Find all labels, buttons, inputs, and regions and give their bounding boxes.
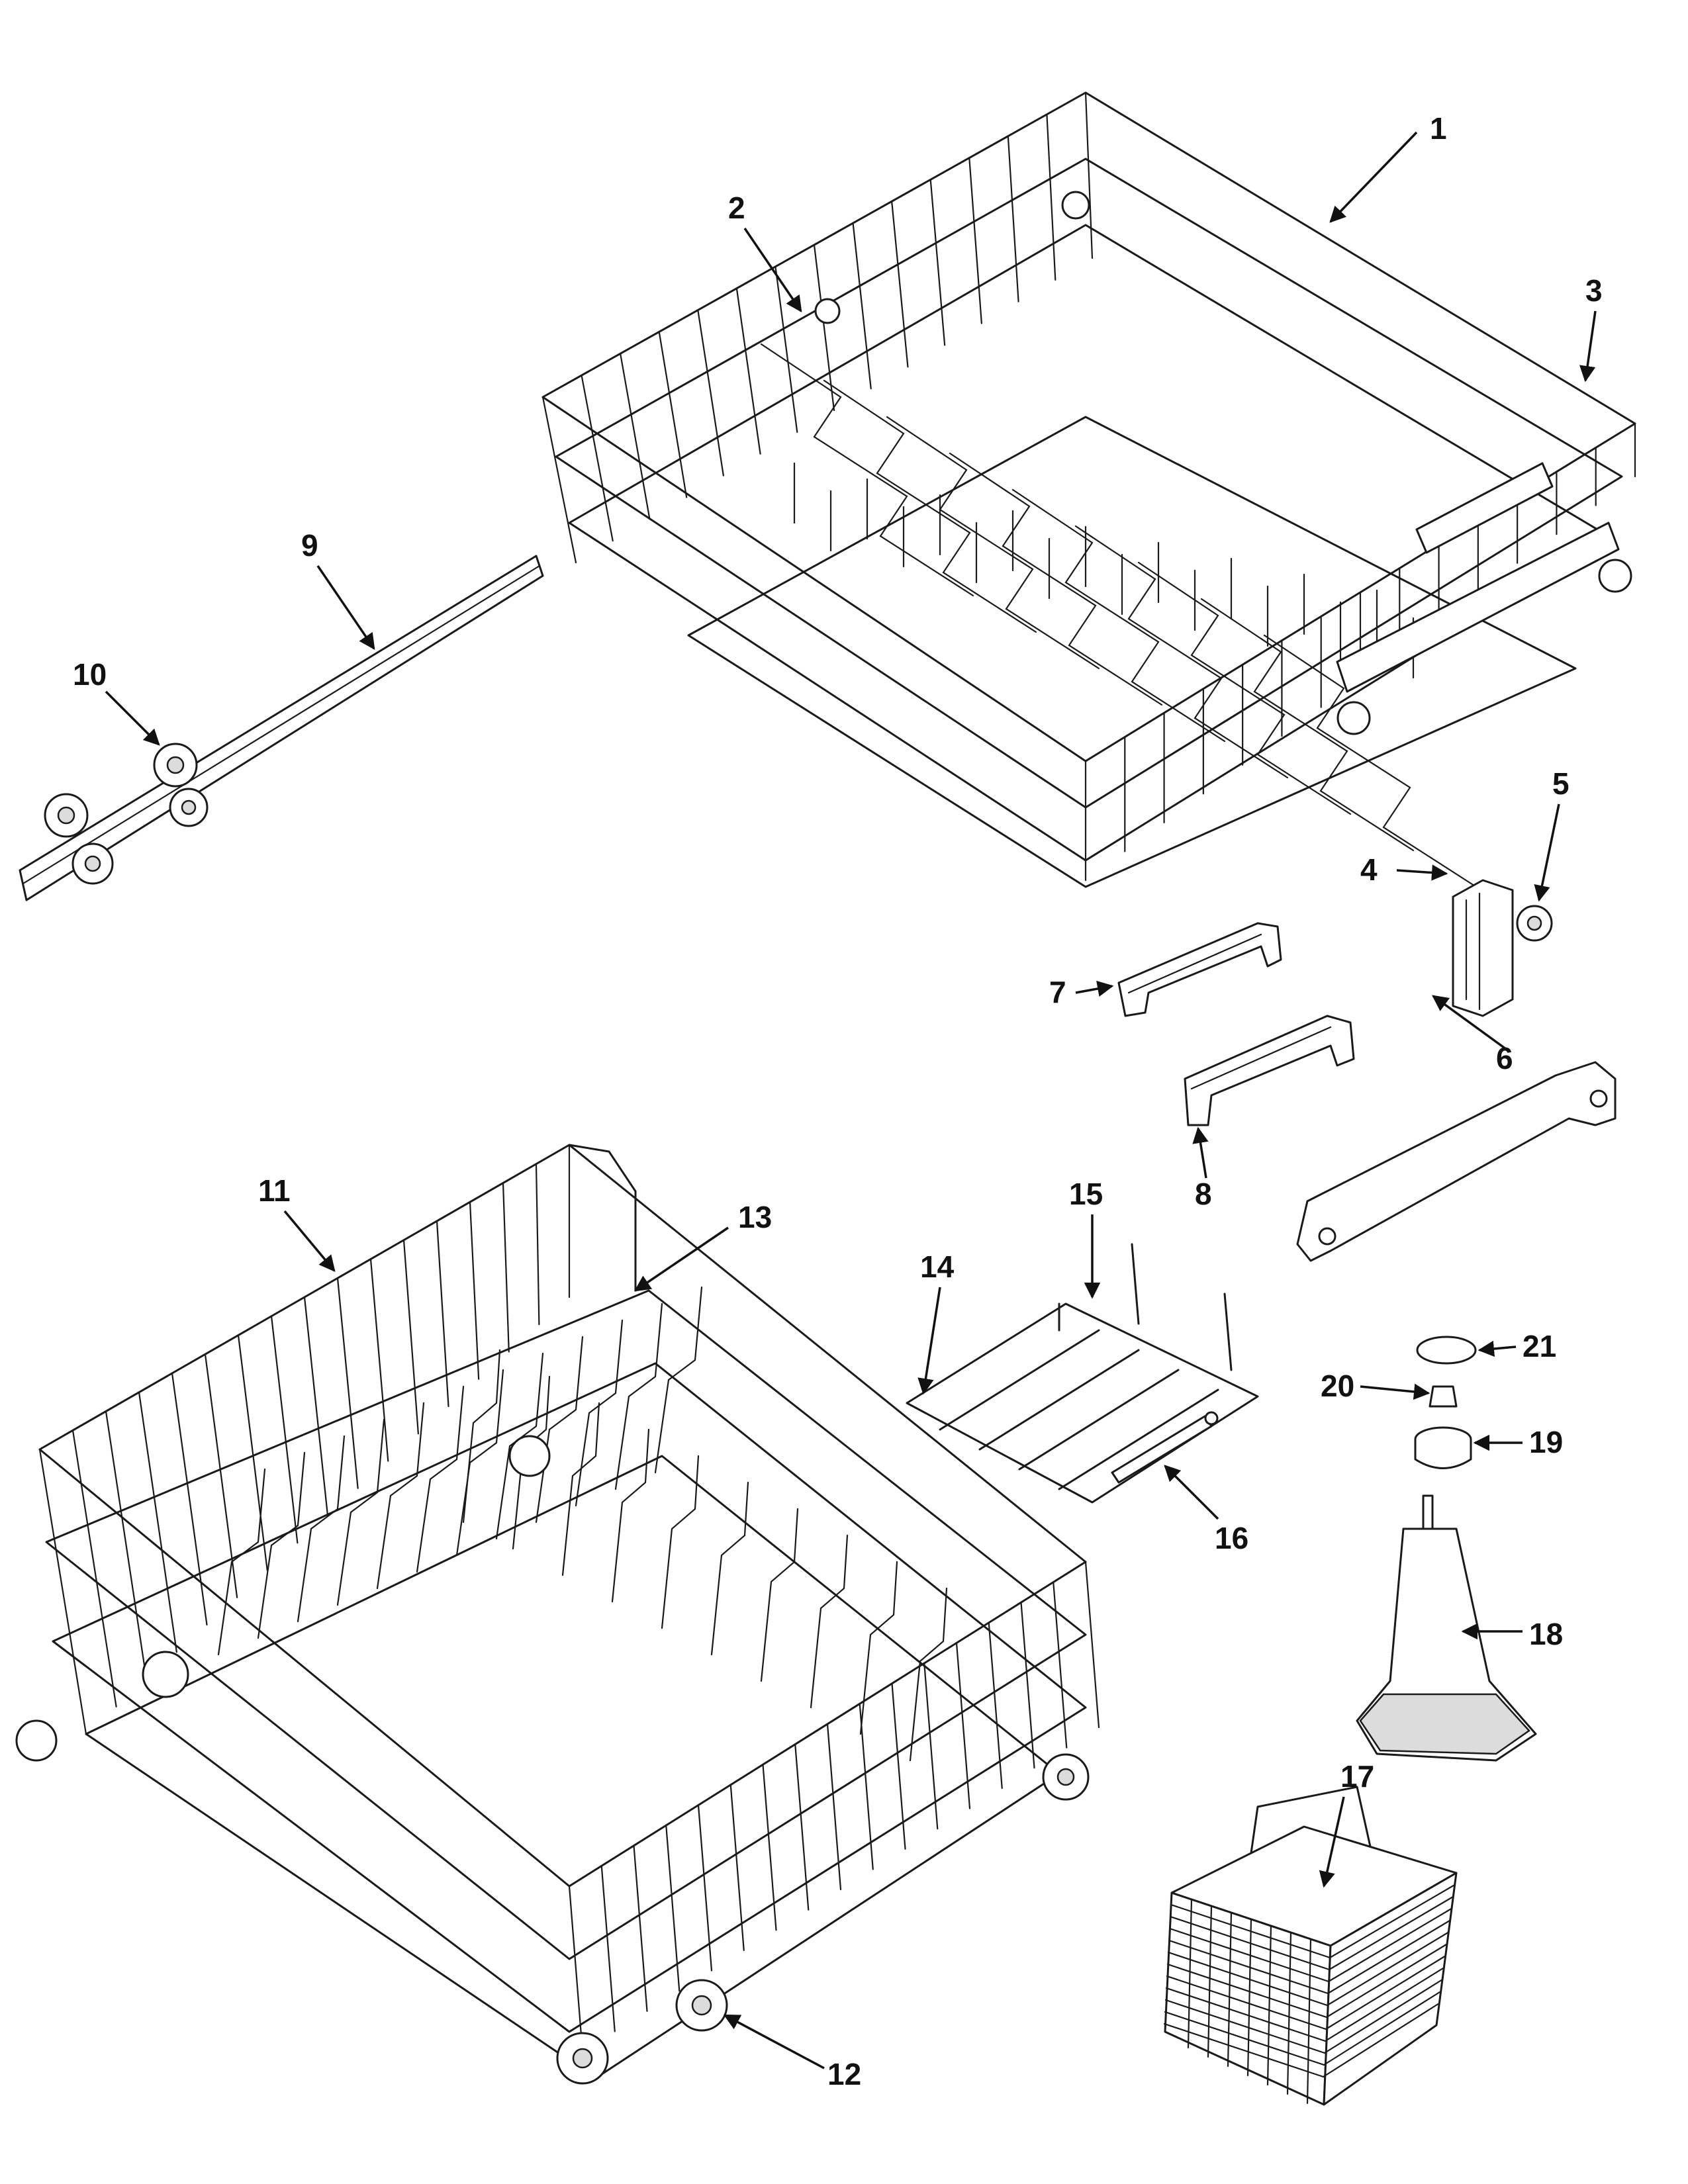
- leader-8: [1192, 1126, 1209, 1179]
- callout-17: 17: [1340, 1759, 1374, 1794]
- shelf-clip-16: [1111, 1411, 1219, 1484]
- lower-rack: [15, 1144, 1100, 2085]
- leader-3: [1579, 310, 1597, 383]
- leader-11: [283, 1210, 336, 1272]
- leader-1: [1329, 131, 1418, 223]
- leader-17: [1319, 1796, 1345, 1888]
- track-wheels-10: [44, 743, 209, 885]
- leader-lines: [105, 131, 1597, 2070]
- callout-14: 14: [920, 1250, 955, 1284]
- callout-10: 10: [73, 657, 107, 692]
- callout-6: 6: [1496, 1041, 1513, 1075]
- leader-6: [1432, 995, 1507, 1050]
- callout-labels: 1 2 3 4 5 6 7 8 9 10 11 12 13 14 15 16 1…: [73, 111, 1603, 2091]
- track-9: [19, 555, 544, 901]
- arm-6: [1296, 1061, 1617, 1262]
- callout-16: 16: [1215, 1521, 1248, 1555]
- upper-rack: [541, 91, 1636, 888]
- nut-20: [1429, 1385, 1458, 1408]
- callout-13: 13: [738, 1200, 772, 1234]
- adjuster-4: [1452, 879, 1514, 1017]
- leader-20: [1360, 1383, 1430, 1400]
- leader-14: [917, 1287, 941, 1395]
- callout-3: 3: [1585, 273, 1603, 308]
- callout-1: 1: [1430, 111, 1447, 146]
- cap-21: [1416, 1336, 1477, 1365]
- callout-8: 8: [1195, 1177, 1212, 1211]
- leader-9: [316, 565, 375, 651]
- callout-12: 12: [827, 2057, 861, 2091]
- leader-12: [723, 2014, 825, 2070]
- callout-11: 11: [258, 1173, 291, 1208]
- basket-17: [1163, 1786, 1458, 2106]
- cup-shelf: [906, 1243, 1259, 1504]
- leader-21: [1477, 1340, 1517, 1357]
- ring-19: [1414, 1426, 1472, 1469]
- callout-18: 18: [1529, 1617, 1563, 1651]
- callout-4: 4: [1360, 852, 1378, 887]
- wheel-5: [1516, 905, 1553, 942]
- leader-4: [1396, 864, 1448, 881]
- callout-2: 2: [728, 191, 745, 225]
- leader-16: [1164, 1465, 1219, 1520]
- callout-15: 15: [1069, 1177, 1103, 1211]
- callout-19: 19: [1529, 1425, 1563, 1459]
- callout-7: 7: [1049, 975, 1066, 1009]
- callout-9: 9: [301, 528, 318, 563]
- leader-13: [633, 1226, 729, 1292]
- leader-7: [1075, 980, 1114, 997]
- leader-10: [105, 690, 160, 746]
- rack-handle-7: [1117, 922, 1282, 1017]
- callout-20: 20: [1321, 1369, 1354, 1403]
- callout-5: 5: [1552, 766, 1570, 801]
- tower-18: [1356, 1494, 1537, 1762]
- callout-21: 21: [1523, 1329, 1556, 1363]
- rack-handle-8: [1184, 1015, 1355, 1126]
- leader-2: [743, 228, 802, 313]
- leader-5: [1534, 803, 1560, 902]
